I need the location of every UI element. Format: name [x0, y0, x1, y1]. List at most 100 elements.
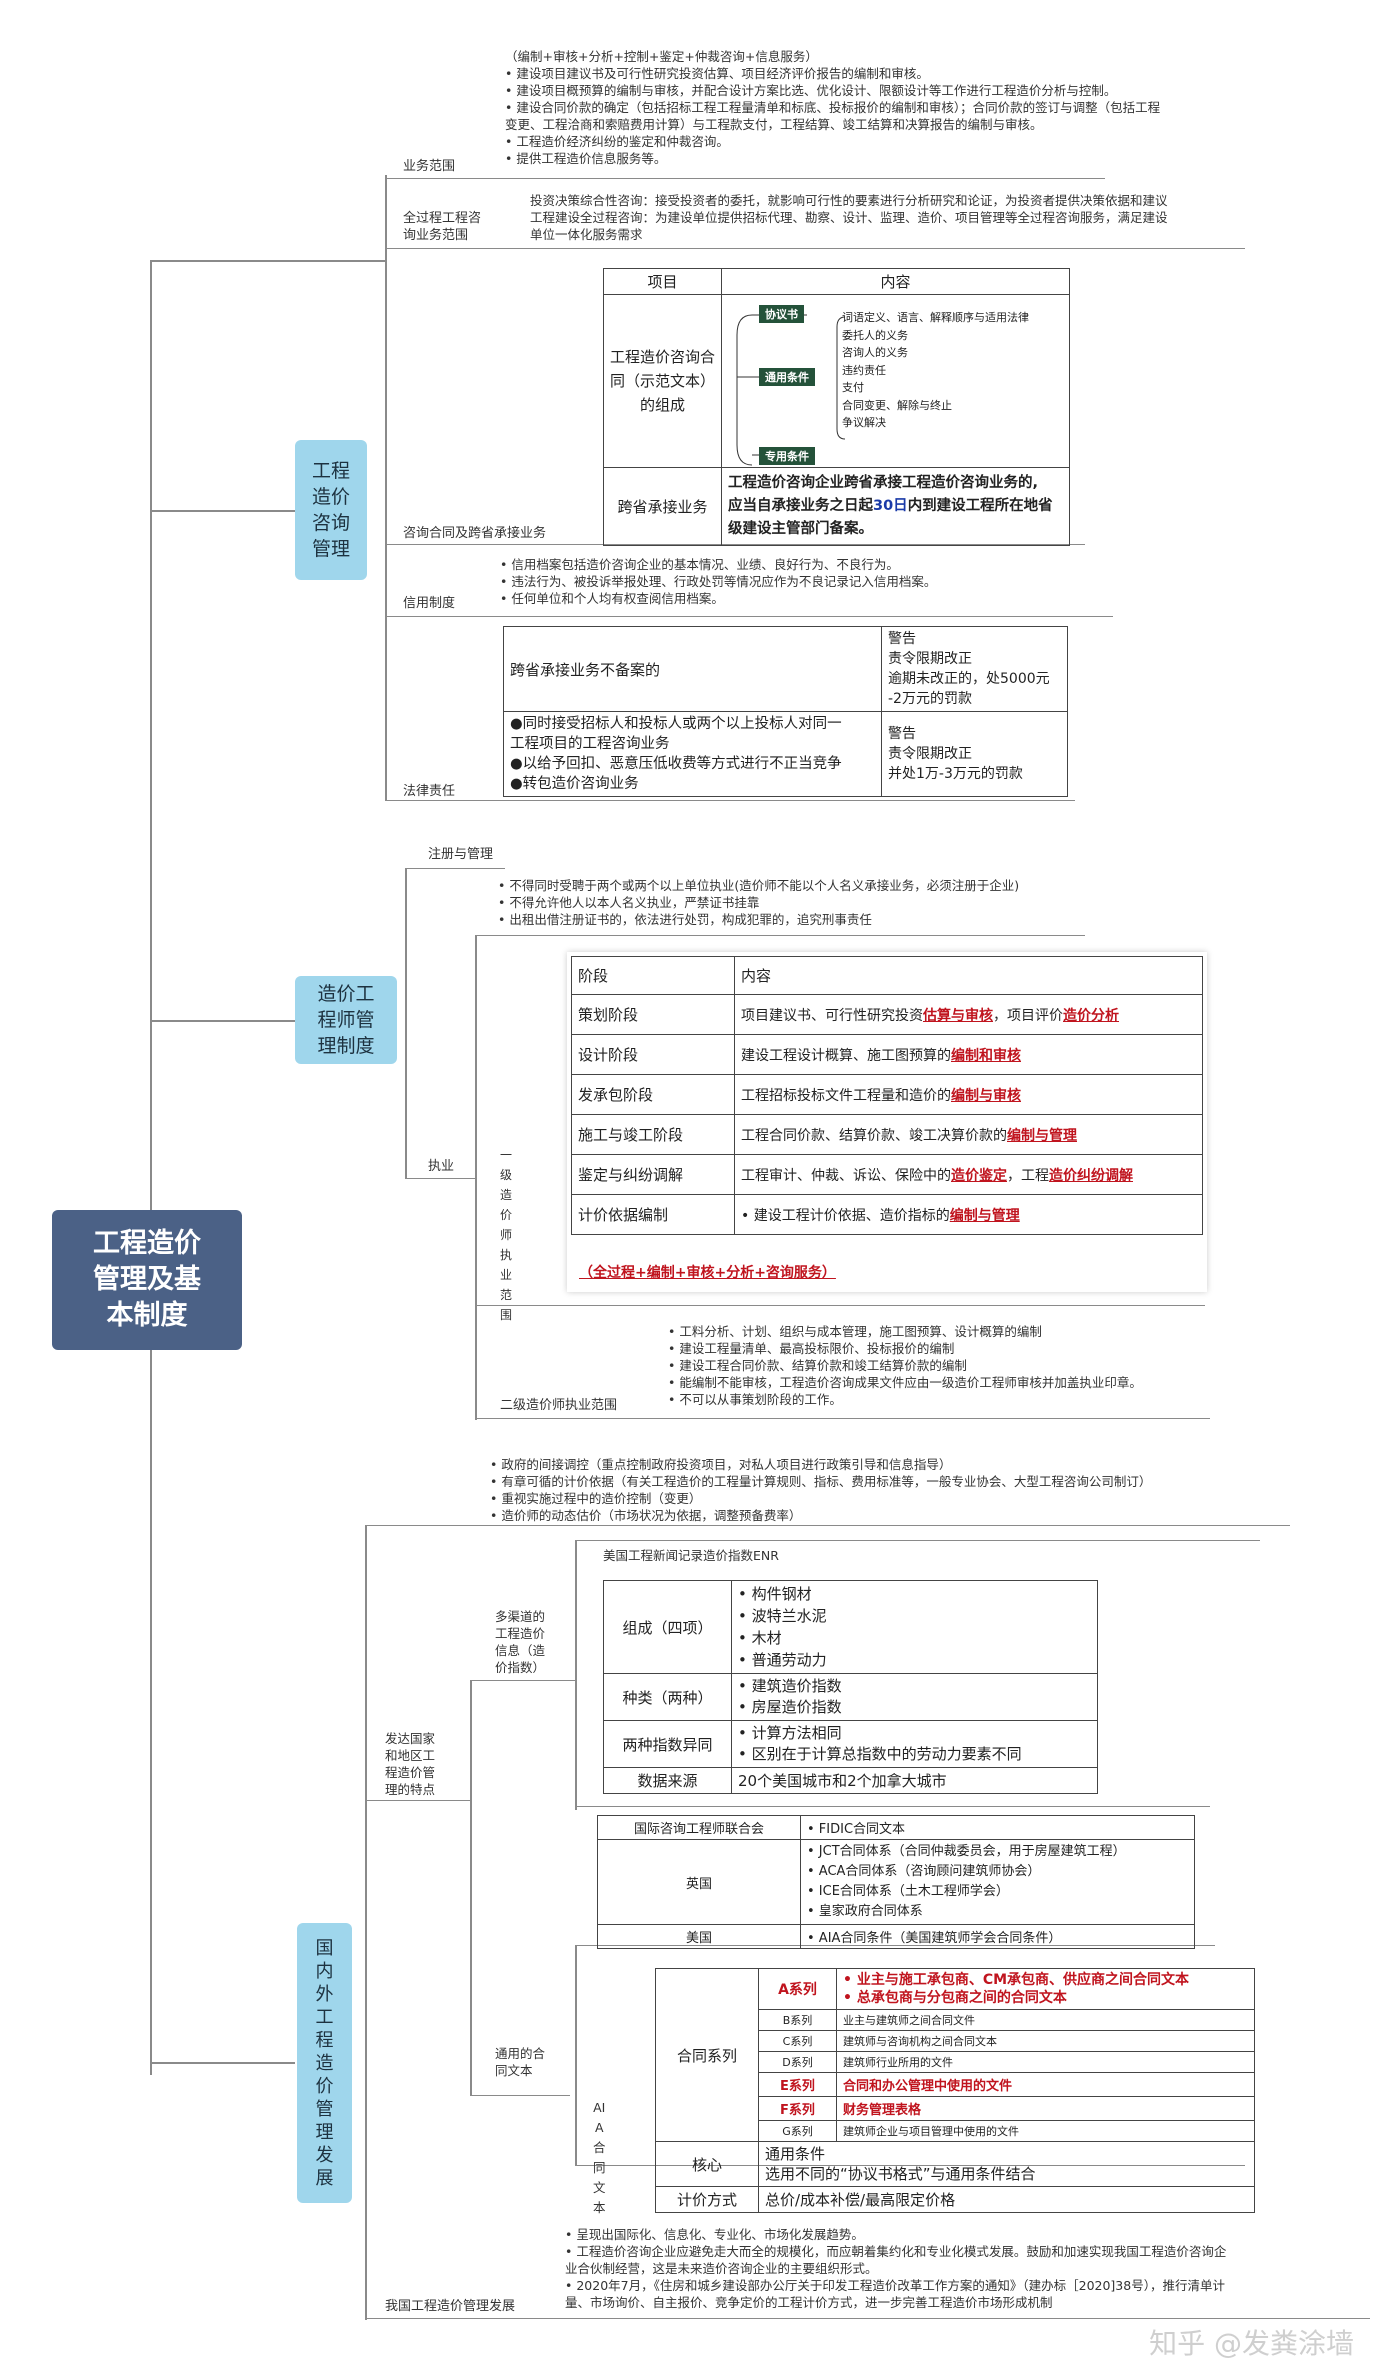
tag-agreement: 协议书: [759, 305, 804, 323]
consult-line-full: [385, 248, 1245, 249]
multi-vline: [575, 1540, 577, 1810]
fidic-item: • 皇家政府合同体系: [807, 1904, 923, 1919]
enr-item: • 普通劳动力: [738, 1651, 827, 1669]
full-process-list: 投资决策综合性咨询：接受投资者的委托，就影响可行性的要素进行分析研究和论证，为投…: [530, 192, 1168, 243]
aia-pricing-value: 总价/成本补偿/最高限定价格: [758, 2186, 1255, 2213]
scope-line: • 建设合同价款的确定（包括招标工程工程量清单和标底、投标报价的编制和审核）；合…: [505, 100, 1161, 115]
contract-header-item: 项目: [603, 268, 722, 295]
contract-header-content: 内容: [721, 268, 1070, 295]
credit-list: • 信用档案包括造价咨询企业的基本情况、业绩、良好行为、不良行为。 • 违法行为…: [500, 556, 936, 607]
stage-highlight: 编制与管理: [949, 1207, 1020, 1224]
cross-province-text: 应当自承接业务之日起: [728, 498, 873, 514]
stage-content: • 建设工程计价依据、造价指标的: [741, 1207, 950, 1224]
scope-line: 变更、工程洽商和索赔费用计算）与工程款支付，工程结算、竣工结算和决算报告的编制与…: [505, 117, 1043, 132]
branch-intl: 国 内 外 工 程 造 价 管 理 发 展: [297, 1923, 352, 2203]
aia-series-name: C系列: [758, 2030, 837, 2052]
aia-table: 合同系列 A系列 • 业主与施工承包商、CM承包商、供应商之间合同文本 • 总承…: [655, 1968, 1255, 2213]
multi-line-table: [575, 1806, 1210, 1807]
branch-consult: 工程 造价 咨询 管理: [295, 440, 367, 580]
credit-line: • 任何单位和个人均有权查阅信用档案。: [500, 591, 724, 606]
aia-contract-series: 合同系列: [655, 1968, 759, 2142]
practice-line: • 出租出借注册证书的，依法进行处罚，构成犯罪的，追究刑事责任: [498, 912, 872, 927]
intl-feature-line: • 造价师的动态估价（市场状况为依据，调整预备费率）: [490, 1508, 802, 1523]
law-row1-right: 警告 责令限期改正 逾期未改正的，处5000元 -2万元的罚款: [881, 626, 1068, 712]
fidic-org: 国际咨询工程师联合会: [597, 1815, 801, 1840]
connector-intl: [150, 2062, 295, 2064]
consult-line-scope: [385, 178, 1105, 179]
enr-item: 20个美国城市和2个加拿大城市: [731, 1767, 1098, 1794]
practice-line-first: [475, 1305, 1205, 1306]
stage-highlight: 造价鉴定: [951, 1167, 1007, 1184]
dev-vline: [470, 1680, 472, 2095]
aia-series-name: F系列: [758, 2096, 837, 2121]
stage-highlight: 编制与管理: [1007, 1127, 1077, 1144]
stage-name: 发承包阶段: [571, 1074, 735, 1115]
law-row2-line: ●以给予回扣、恶意压低收费等方式进行不正当竞争: [510, 756, 842, 772]
general-item: 合同变更、解除与终止: [842, 398, 952, 412]
intl-feature-line: • 政府的间接调控（重点控制政府投资项目，对私人项目进行政策引导和信息指导）: [490, 1457, 952, 1472]
fidic-table: 国际咨询工程师联合会 • FIDIC合同文本 英国 • JCT合同体系（合同仲裁…: [597, 1815, 1195, 1949]
aia-series-desc: 建筑师与咨询机构之间合同文本: [836, 2030, 1255, 2052]
common-contract-label: 通用的合 同文本: [495, 2046, 546, 2078]
second-line: • 能编制不能审核，工程造价咨询成果文件应由一级造价工程师审核并加盖执业印章。: [668, 1375, 1142, 1390]
fidic-us: 美国: [597, 1924, 801, 1949]
law-row1-left: 跨省承接业务不备案的: [503, 626, 882, 712]
consult-line-law: [385, 800, 1075, 801]
connector-top: [150, 260, 385, 262]
general-item: 争议解决: [842, 416, 886, 429]
china-dev-line: • 呈现出国际化、信息化、专业化、市场化发展趋势。: [565, 2227, 864, 2242]
fidic-item: • AIA合同条件（美国建筑师学会合同条件）: [800, 1924, 1195, 1949]
enr-item: • 构件钢材: [738, 1585, 812, 1603]
law-row2-line: ●转包造价咨询业务: [510, 776, 639, 792]
stage-name: 计价依据编制: [571, 1194, 735, 1235]
stage-highlight: 编制和审核: [951, 1047, 1021, 1064]
stage-name: 设计阶段: [571, 1034, 735, 1075]
aia-series-desc: 财务管理表格: [836, 2096, 1255, 2121]
fidic-item: • ICE合同体系（土木工程师学会）: [807, 1884, 1009, 1899]
scope-line: • 建设项目概预算的编制与审核，并配合设计方案比选、优化设计、限额设计等工作进行…: [505, 83, 1117, 98]
enr-table: 组成（四项） • 构件钢材 • 波特兰水泥 • 木材 • 普通劳动力 种类（两种…: [603, 1580, 1098, 1794]
reg-label: 注册与管理: [428, 847, 494, 862]
contract-model-head: 工程造价咨询合 同（示范文本） 的组成: [603, 294, 722, 468]
china-dev-line: • 2020年7月，《住房和城乡建设部办公厅关于印发工程造价改革工作方案的通知》…: [565, 2278, 1225, 2293]
law-row2-line: ●同时接受招标人和投标人或两个以上投标人对同一: [510, 716, 842, 732]
scope-line: • 工程造价经济纠纷的鉴定和仲裁咨询。: [505, 134, 729, 149]
general-item: 委托人的义务: [842, 328, 908, 342]
stage-table-footer: （全过程+编制+审核+分析+咨询服务）: [579, 1265, 836, 1281]
enr-diff: 两种指数异同: [603, 1720, 732, 1768]
consult-vline: [385, 175, 387, 800]
multi-line-enr: [575, 1540, 1260, 1541]
fidic-uk: 英国: [597, 1839, 801, 1925]
aia-series-desc: • 业主与施工承包商、CM承包商、供应商之间合同文本 • 总承包商与分包商之间的…: [836, 1968, 1255, 2010]
general-item: 违约责任: [842, 363, 886, 377]
watermark: 知乎 @发粪涂墙: [1149, 2327, 1354, 2360]
enr-item: • 计算方法相同: [738, 1724, 842, 1742]
stage-content: 建设工程设计概算、施工图预算的: [741, 1047, 951, 1064]
root-title: 工程造价 管理及基 本制度: [52, 1210, 242, 1350]
stage-table-panel: 阶段 内容 策划阶段 项目建议书、可行性研究投资估算与审核，项目评价造价分析 设…: [567, 952, 1207, 1292]
intl-line-top: [365, 1525, 1290, 1526]
aia-series-name: D系列: [758, 2051, 837, 2073]
contract-table: 项目 内容 工程造价咨询合 同（示范文本） 的组成 协议书 通用条件 专用条件: [603, 268, 1070, 546]
intl-line-dev: [365, 1800, 470, 1801]
intl-feature-line: • 有章可循的计价依据（有关工程造价的工程量计算规则、指标、费用标准等，一般专业…: [490, 1474, 1152, 1489]
enr-item: • 房屋造价指数: [738, 1698, 842, 1716]
engineer-vline: [405, 868, 407, 1178]
practice-line: • 不得允许他人以本人名义执业，严禁证书挂靠: [498, 895, 760, 910]
content-header: 内容: [734, 956, 1203, 995]
second-line: • 建设工程合同价款、结算价款和竣工结算价款的编制: [668, 1358, 967, 1373]
intl-vline: [365, 1525, 367, 2320]
stage-content: 项目建议书、可行性研究投资: [741, 1007, 923, 1024]
china-dev-list: • 呈现出国际化、信息化、专业化、市场化发展趋势。 • 工程造价咨询企业应避免走…: [565, 2226, 1226, 2311]
law-row2-line: 工程项目的工程咨询业务: [510, 736, 670, 752]
first-class-label: 一 级 造 价 师 执 业 范 围: [500, 1148, 513, 1322]
cross-province-line: 应当自承接业务之日起30日内到建设工程所在地省: [728, 495, 1063, 518]
intl-features-list: • 政府的间接调控（重点控制政府投资项目，对私人项目进行政策引导和信息指导） •…: [490, 1456, 1151, 1524]
practice-line: • 不得同时受聘于两个或两个以上单位执业(造价师不能以个人名义承接业务，必须注册…: [498, 878, 1020, 893]
scope-label: 业务范围: [403, 159, 456, 174]
branch-engineer: 造价工 程师管 理制度: [295, 976, 397, 1064]
scope-line: （编制+审核+分析+控制+鉴定+仲裁咨询+信息服务）: [505, 49, 818, 64]
fidic-item: • JCT合同体系（合同仲裁委员会，用于房屋建筑工程）: [807, 1844, 1126, 1859]
contract-label: 咨询合同及跨省承接业务: [403, 526, 547, 541]
full-line: 单位一体化服务需求: [530, 227, 643, 242]
